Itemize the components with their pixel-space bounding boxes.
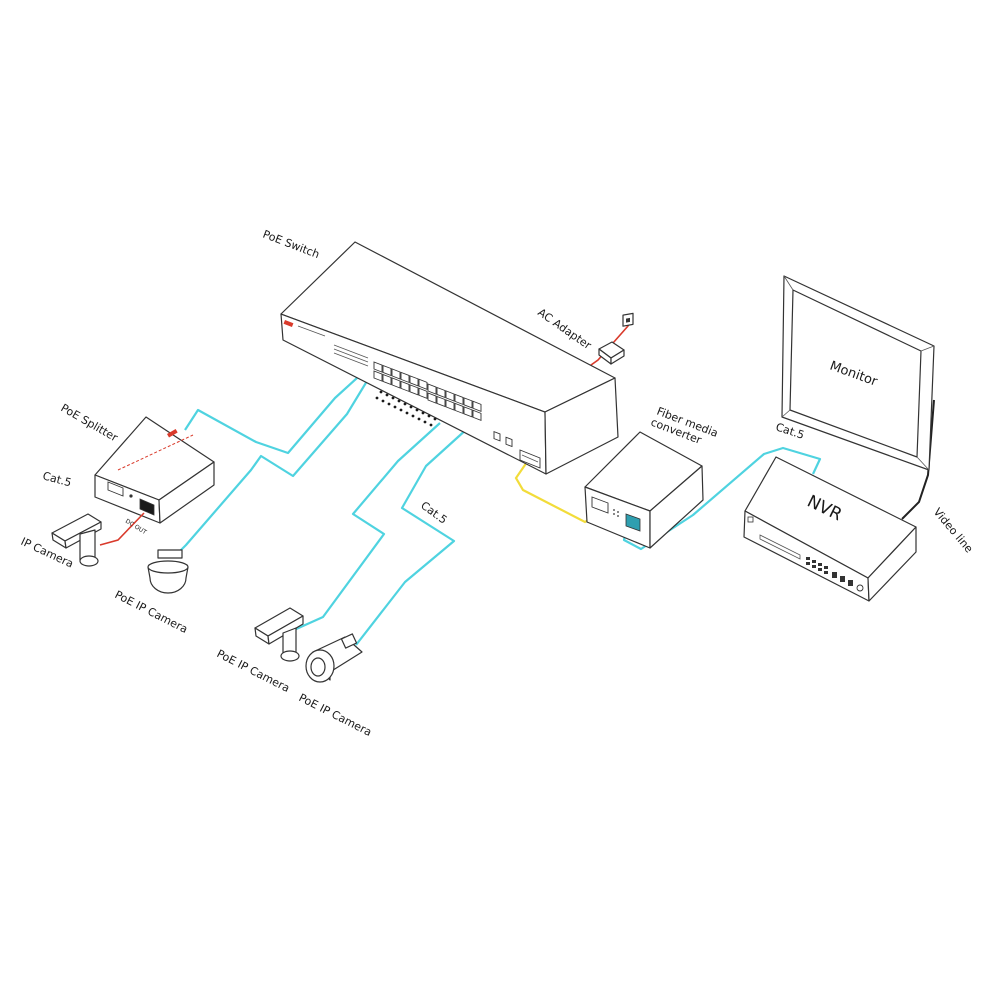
fiber-media-converter-icon[interactable] [584,431,704,549]
ip-camera-icon[interactable] [51,513,102,567]
cat5-cable-switch-box-camera [293,422,441,632]
splitter-red-stripe [117,434,194,471]
cat5-label-left: Cat.5 [41,469,73,489]
splitter-rj45-port [107,481,124,497]
converter-rj45-port [625,513,641,532]
video-line-cable [901,399,935,520]
box-camera-icon[interactable] [254,607,304,662]
switch-logo [283,319,294,327]
bullet-camera-icon[interactable] [305,633,363,683]
switch-led-panel [333,344,369,367]
cat5-cable-switch-bullet-camera [355,427,469,646]
cat5-cable-converter-nvr [622,446,822,551]
wall-plug [622,312,634,327]
cables [177,317,935,646]
switch-port-block-2 [427,383,482,421]
splitter-dc-port [139,498,155,516]
nvr-front-panel [747,516,864,592]
ac-adapter-icon[interactable] [598,312,634,365]
switch-uplink-ports [493,431,541,469]
cat5-cable-switch-splitter [184,377,358,455]
splitter-led [129,494,133,498]
switch-brand-text [297,325,326,337]
video-line-label: Video line [931,506,976,556]
poe-ip-camera-box-label: PoE IP Camera [215,647,292,695]
switch-port-block-1 [373,361,428,399]
nvr-icon[interactable] [743,456,917,602]
poe-splitter-icon[interactable] [94,416,215,524]
dc-out-cable [99,512,145,546]
converter-fiber-port [591,496,609,514]
poe-ip-camera-dome-label: PoE IP Camera [113,588,190,636]
dome-camera-icon[interactable] [147,549,189,594]
poe-switch-label: PoE Switch [261,228,321,262]
cat5-cable-switch-dome [177,380,368,554]
converter-leds [613,509,619,517]
switch-port-indicator-row [375,390,437,427]
poe-switch-icon[interactable] [280,241,619,475]
poe-splitter-label: PoE Splitter [59,401,121,444]
splitter-logo [166,429,178,438]
monitor-icon[interactable] [781,275,935,471]
poe-ip-camera-bullet-label: PoE IP Camera [297,691,374,739]
